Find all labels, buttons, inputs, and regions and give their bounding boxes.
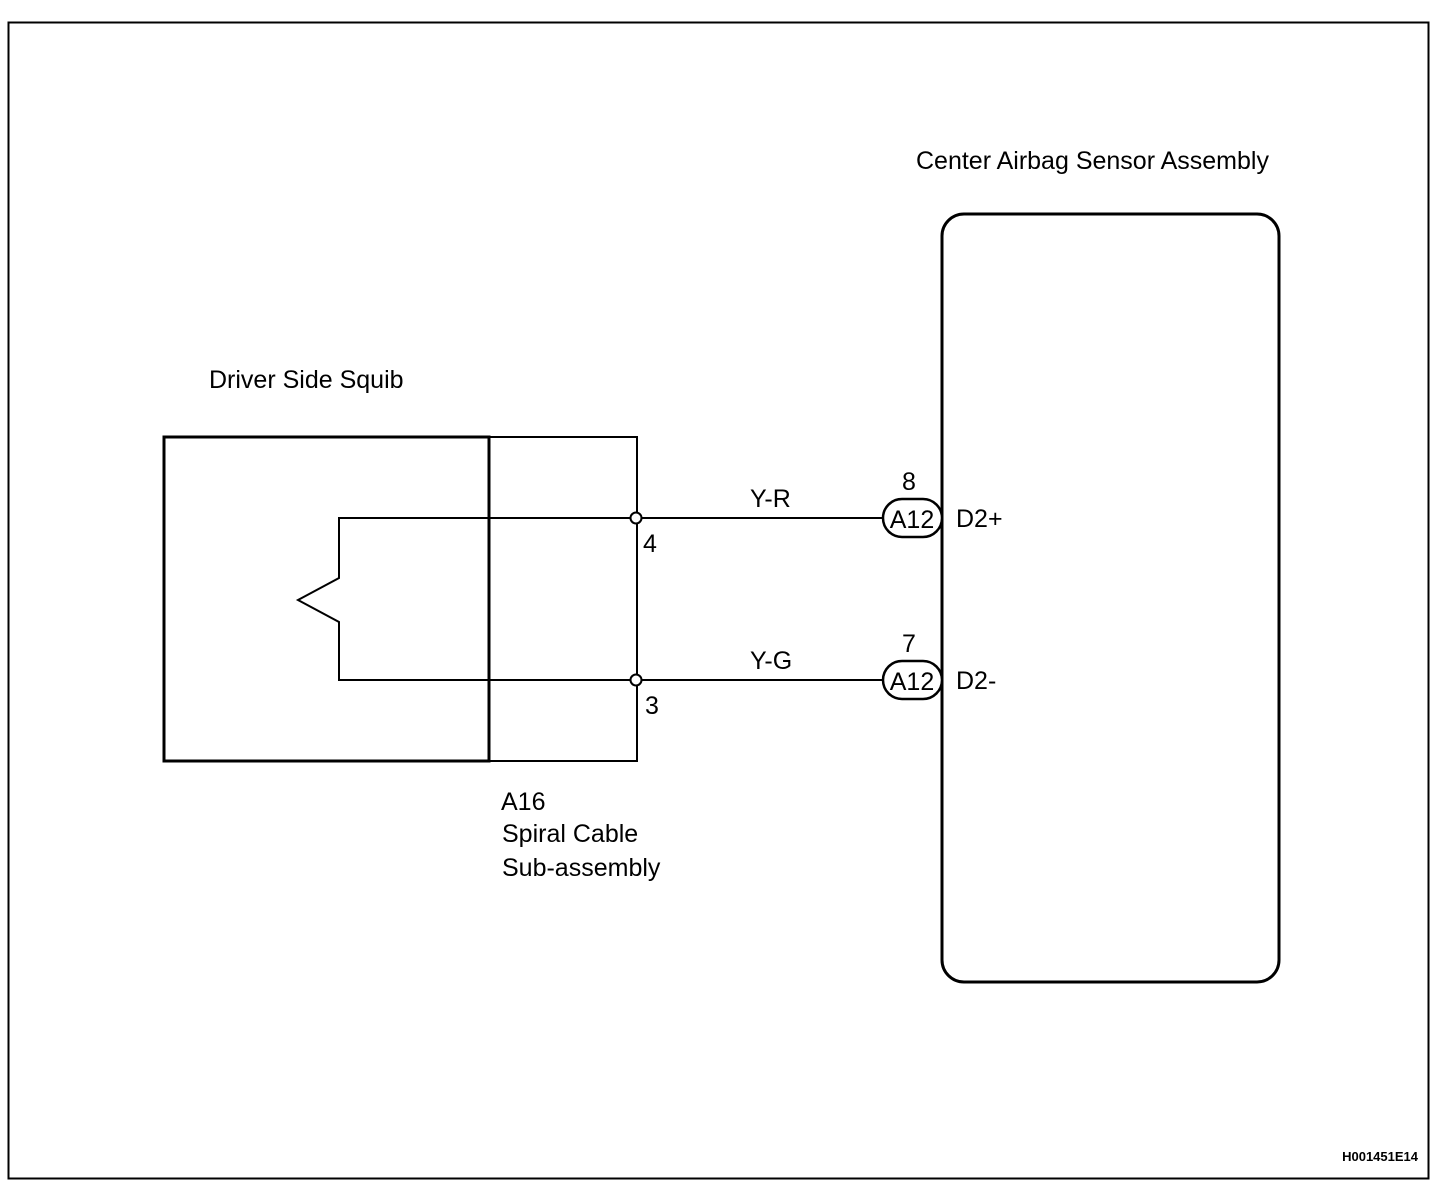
squib-element [295,517,637,681]
sensor-pin-7: 7 [902,630,916,658]
connector-a12-bottom-label: A12 [890,668,934,696]
pin-number-4: 4 [643,530,657,558]
sensor-label: Center Airbag Sensor Assembly [916,147,1269,175]
connector-a12-top-label: A12 [890,506,934,534]
pin-3-terminal [629,673,643,687]
terminal-d2-minus: D2- [956,667,996,695]
wire-color-bottom: Y-G [750,647,792,675]
terminal-d2-plus: D2+ [956,505,1003,533]
figure-id: H001451E14 [1342,1149,1419,1164]
squib-box [162,435,491,763]
spiral-cable-name-line2: Sub-assembly [502,854,661,882]
sensor-pin-8: 8 [902,468,916,496]
spiral-cable-name-line1: Spiral Cable [502,820,638,848]
connector-a12-top [881,497,944,539]
wire-color-top: Y-R [750,485,791,513]
pin-4-terminal [629,511,643,525]
pin-number-3: 3 [645,692,659,720]
sensor-box [940,212,1281,984]
spiral-cable-connector: A16 [501,788,545,816]
squib-label: Driver Side Squib [209,366,404,394]
spiral-cable-box [489,436,638,762]
frame-border [7,21,1430,1180]
connector-a12-bottom [881,659,944,701]
